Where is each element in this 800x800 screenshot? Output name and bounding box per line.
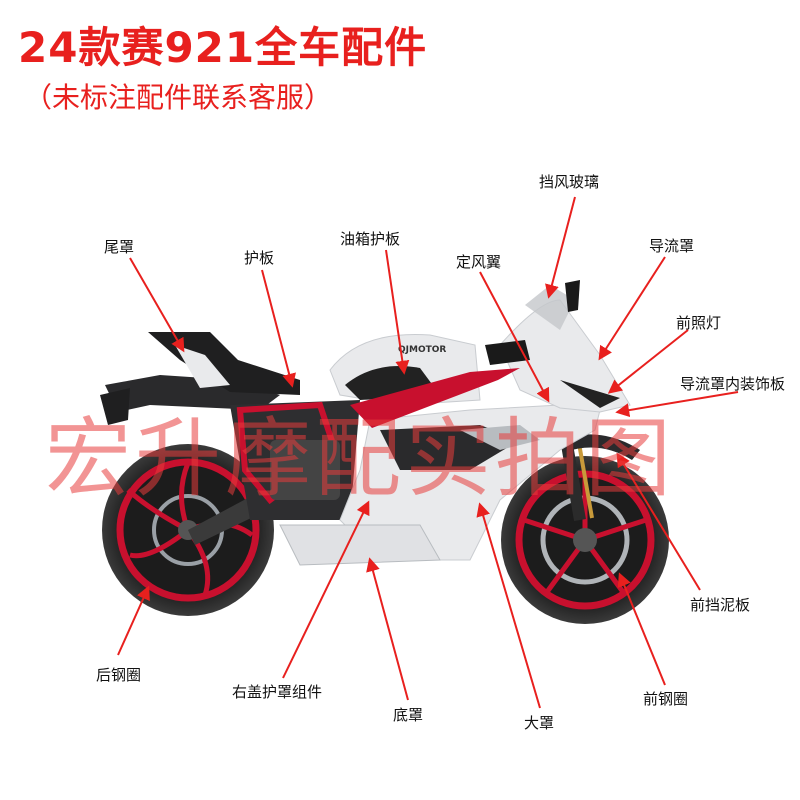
brand-text: QJMOTOR (398, 345, 446, 355)
arrow-guard-plate (261, 269, 296, 388)
label-front-rim: 前钢圈 (643, 690, 689, 708)
engine-area (230, 400, 360, 520)
arrow-fairing-inner-trim (615, 391, 739, 418)
label-tank-guard: 油箱护板 (340, 230, 401, 248)
arrow-winglet (479, 271, 550, 403)
label-winglet: 定风翼 (456, 253, 502, 271)
label-main-cover: 大罩 (524, 714, 555, 732)
front-nose (499, 280, 631, 413)
belly-pan (279, 524, 441, 566)
label-front-fender: 前挡泥板 (690, 596, 751, 614)
arrow-rear-rim (117, 585, 150, 656)
label-tail-cover: 尾罩 (104, 238, 135, 256)
frame-trellis (350, 368, 520, 428)
label-rear-rim: 后钢圈 (96, 666, 142, 684)
label-fairing: 导流罩 (649, 237, 695, 255)
arrow-belly-pan (366, 557, 409, 701)
label-belly-pan: 底罩 (393, 706, 424, 724)
arrow-front-fender (616, 452, 701, 591)
watermark-text: 宏升摩配实拍图 (45, 409, 675, 509)
arrow-front-rim (617, 572, 666, 686)
label-windscreen: 挡风玻璃 (539, 173, 600, 191)
arrow-tank-guard (385, 249, 410, 375)
arrow-tail-cover (129, 257, 185, 353)
callout-arrows (117, 196, 739, 709)
arrow-windscreen (545, 196, 576, 299)
page-title: 24款赛921全车配件 (18, 23, 428, 72)
label-fairing-inner-trim: 导流罩内装饰板 (680, 375, 786, 393)
arrow-headlight (607, 329, 689, 394)
tail-section (100, 332, 300, 425)
arrow-main-cover (476, 502, 541, 709)
label-headlight: 前照灯 (676, 314, 722, 332)
main-fairing (339, 404, 601, 561)
arrow-right-cover-assembly (282, 500, 370, 679)
arrow-fairing (598, 256, 666, 361)
label-right-cover-assembly: 右盖护罩组件 (232, 683, 323, 701)
label-guard-plate: 护板 (244, 249, 275, 267)
page-subtitle: （未标注配件联系客服） (24, 81, 333, 114)
